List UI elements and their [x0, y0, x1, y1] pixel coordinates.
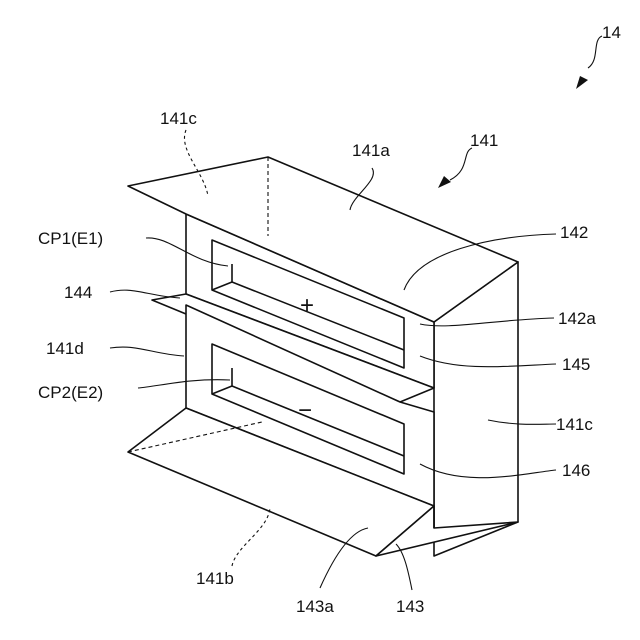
label-electrode-2: CP2(E2): [38, 383, 103, 402]
arrowhead-assembly: [438, 176, 451, 188]
leader-middle-part: [110, 347, 184, 356]
leader-assembly: [450, 148, 472, 180]
label-bottom-face: 141b: [196, 569, 234, 588]
label-electrode-1: CP1(E1): [38, 229, 103, 248]
label-window-lower: 146: [562, 461, 590, 480]
label-bottom-flange-edge: 143a: [296, 597, 334, 616]
label-assembly: 141: [470, 131, 498, 150]
label-fig-ref: 14: [602, 23, 621, 42]
leader-bottom-face: [232, 508, 270, 566]
label-top-c: 141c: [160, 109, 197, 128]
label-middle-part: 141d: [46, 339, 84, 358]
arrowhead-fig-ref: [576, 76, 588, 89]
label-shelf: 144: [64, 283, 92, 302]
label-tab-upper: 142: [560, 223, 588, 242]
label-bottom-flange: 143: [396, 597, 424, 616]
leader-fig-ref: [588, 36, 602, 68]
label-top-face: 141a: [352, 141, 390, 160]
leader-shelf: [110, 290, 180, 298]
label-tab-upper-edge: 142a: [558, 309, 596, 328]
negative-symbol: −: [298, 397, 312, 424]
label-window-upper: 145: [562, 355, 590, 374]
label-right-c: 141c: [556, 415, 593, 434]
positive-symbol: +: [300, 292, 314, 319]
